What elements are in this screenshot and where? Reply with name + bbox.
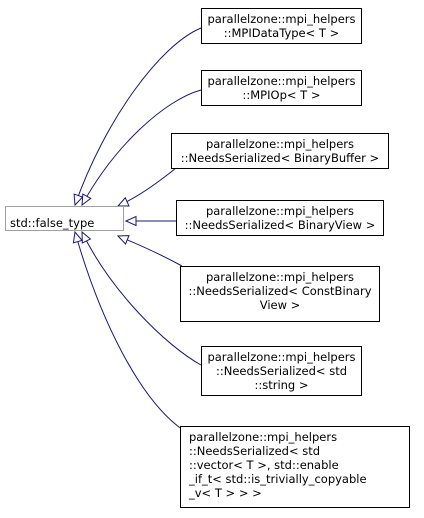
inheritance-edges bbox=[72, 27, 202, 431]
class-node-needsserialized-vector[interactable]: parallelzone::mpi_helpers ::NeedsSeriali… bbox=[180, 426, 410, 508]
class-node-line: ::NeedsSerialized< std bbox=[215, 364, 348, 378]
class-node-line: ::NeedsSerialized< ConstBinary bbox=[188, 284, 372, 298]
edge-binaryview-arrowhead bbox=[124, 215, 137, 227]
base-class-node: std::false_type bbox=[5, 206, 124, 231]
base-class-label: std::false_type bbox=[10, 216, 95, 230]
edge-string-arrowhead bbox=[81, 230, 92, 244]
class-node-needsserialized-binarybuffer[interactable]: parallelzone::mpi_helpers ::NeedsSeriali… bbox=[171, 133, 389, 169]
edge-mpiop bbox=[81, 89, 202, 206]
edge-mpidatatype bbox=[74, 27, 202, 206]
class-node-line: ::NeedsSerialized< std bbox=[189, 444, 321, 458]
class-node-line: View > bbox=[259, 298, 301, 312]
class-node-line: ::MPIDataType< T > bbox=[223, 26, 340, 40]
class-node-line: parallelzone::mpi_helpers bbox=[189, 430, 338, 444]
edge-mpiop-arrowhead bbox=[81, 193, 92, 207]
class-node-mpiop[interactable]: parallelzone::mpi_helpers ::MPIOp< T > bbox=[201, 70, 362, 106]
class-node-needsserialized-constbinaryview[interactable]: parallelzone::mpi_helpers ::NeedsSeriali… bbox=[180, 266, 380, 322]
edge-vector-arrowhead bbox=[72, 230, 83, 244]
class-node-line: ::NeedsSerialized< BinaryView > bbox=[184, 218, 376, 232]
class-node-line: parallelzone::mpi_helpers bbox=[205, 270, 355, 284]
class-node-line: ::string > bbox=[254, 378, 309, 392]
class-node-line: parallelzone::mpi_helpers bbox=[207, 350, 356, 364]
class-node-line: parallelzone::mpi_helpers bbox=[207, 12, 356, 26]
class-node-needsserialized-binaryview[interactable]: parallelzone::mpi_helpers ::NeedsSeriali… bbox=[176, 200, 384, 236]
class-node-line: _if_t< std::is_trivially_copyable bbox=[189, 472, 367, 486]
edge-binarybuffer-arrowhead bbox=[116, 196, 130, 207]
edge-vector bbox=[74, 231, 184, 431]
class-node-mpidatatype[interactable]: parallelzone::mpi_helpers ::MPIDataType<… bbox=[201, 8, 362, 44]
class-node-line: _v< T > > > bbox=[189, 486, 262, 500]
edge-mpidatatype-arrowhead bbox=[73, 193, 84, 207]
class-node-line: ::vector< T >, std::enable bbox=[189, 458, 339, 472]
class-node-line: ::NeedsSerialized< BinaryBuffer > bbox=[180, 151, 380, 165]
edge-constbinaryview-arrowhead bbox=[116, 235, 130, 245]
edge-string bbox=[81, 231, 202, 366]
class-node-line: parallelzone::mpi_helpers bbox=[207, 74, 356, 88]
class-node-line: parallelzone::mpi_helpers bbox=[205, 137, 355, 151]
class-node-needsserialized-string[interactable]: parallelzone::mpi_helpers ::NeedsSeriali… bbox=[201, 346, 362, 396]
class-node-line: parallelzone::mpi_helpers bbox=[205, 204, 355, 218]
class-node-line: ::MPIOp< T > bbox=[242, 88, 321, 102]
edge-constbinaryview bbox=[117, 235, 183, 267]
